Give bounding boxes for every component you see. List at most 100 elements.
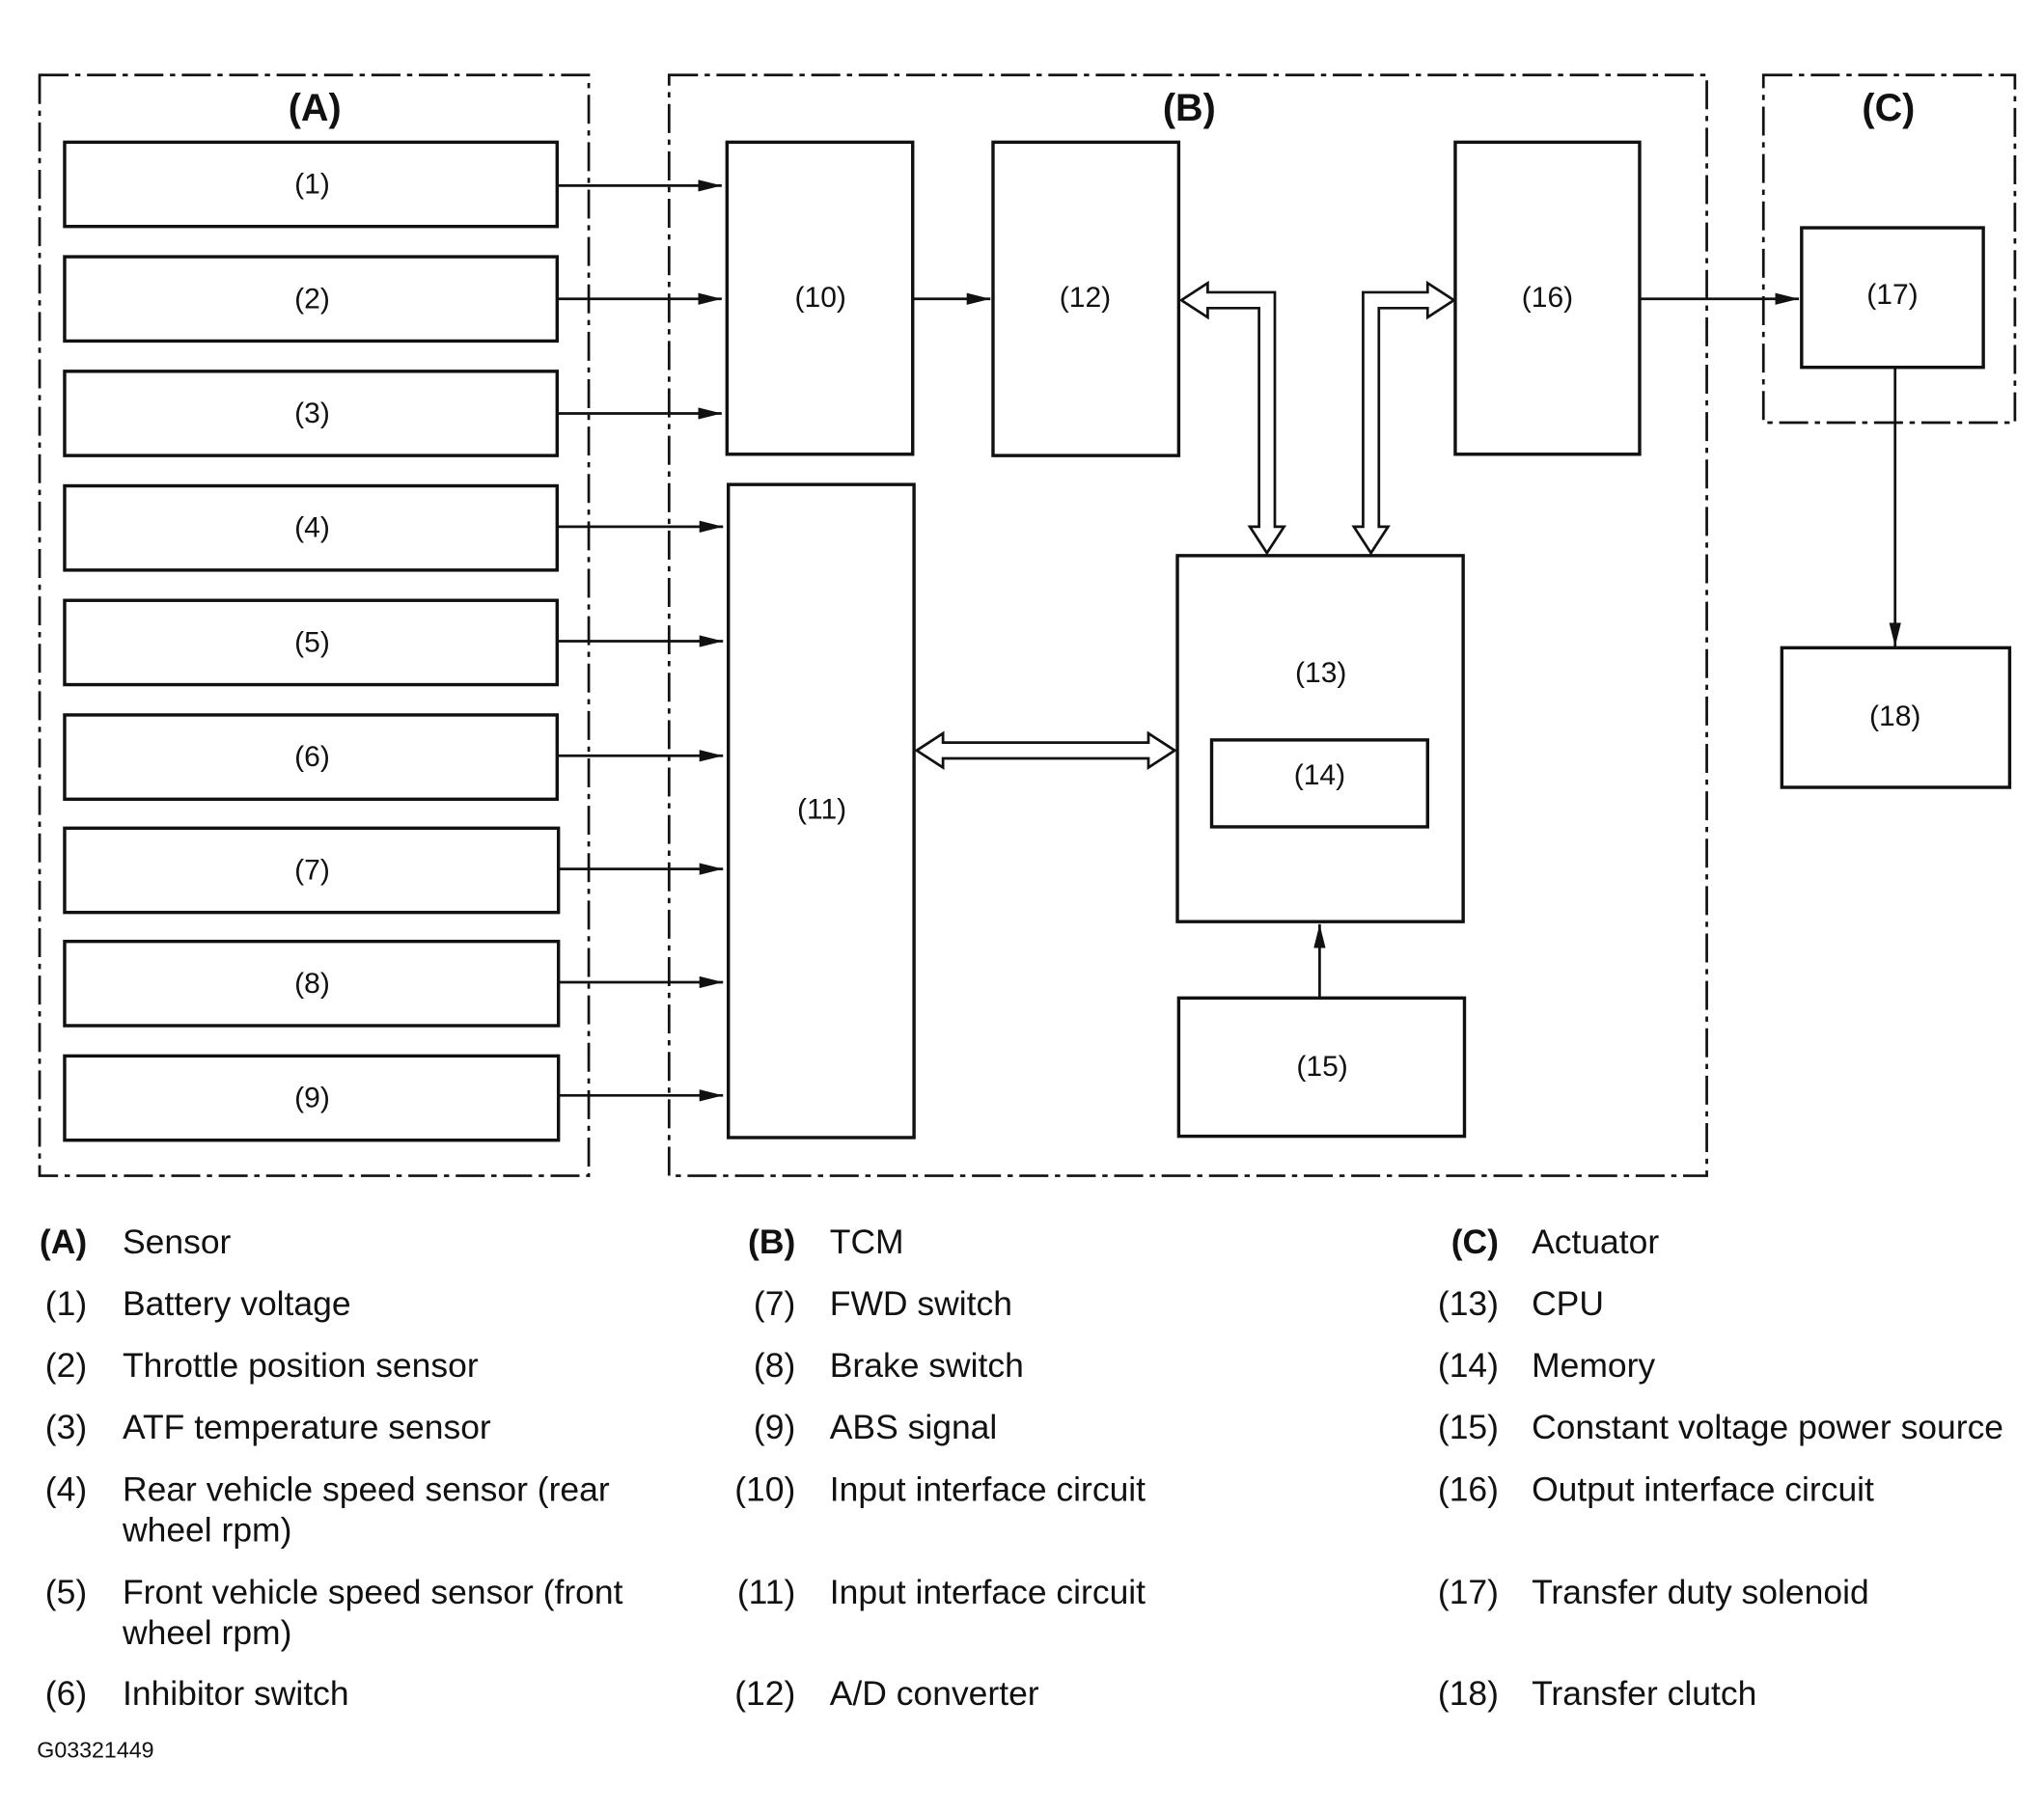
block-16-label: (16) bbox=[1522, 282, 1573, 314]
legend-key: (2) bbox=[45, 1346, 87, 1385]
block-12-frame bbox=[991, 140, 1181, 457]
legend-text: Input interface circuit bbox=[830, 1470, 1146, 1508]
legend-key: (11) bbox=[737, 1573, 795, 1611]
legend-text: Constant voltage power source bbox=[1532, 1408, 2003, 1446]
block-15: (15) bbox=[1176, 996, 1467, 1139]
block-12: (12) bbox=[991, 140, 1181, 457]
block-3-frame bbox=[63, 370, 560, 457]
legend-key: (C) bbox=[1451, 1222, 1499, 1261]
legend-key: (5) bbox=[45, 1573, 87, 1611]
block-1-frame bbox=[63, 140, 560, 229]
group-tcm-frame bbox=[667, 73, 1708, 1177]
legend-key: (1) bbox=[45, 1284, 87, 1323]
legend-key: (10) bbox=[734, 1470, 795, 1508]
legend-text: CPU bbox=[1532, 1284, 1604, 1323]
block-16: (16) bbox=[1453, 140, 1642, 456]
block-1-label: (1) bbox=[294, 169, 330, 201]
legend-column-1: (A) Sensor (1) Battery voltage (2) Throt… bbox=[40, 1222, 623, 1713]
block-5-label: (5) bbox=[294, 626, 330, 658]
legend-key: (17) bbox=[1438, 1573, 1499, 1611]
block-18: (18) bbox=[1780, 646, 2012, 789]
block-7-label: (7) bbox=[294, 854, 330, 886]
block-10-frame bbox=[725, 140, 915, 456]
legend-key: (3) bbox=[45, 1408, 87, 1446]
group-sensor: (A) bbox=[38, 73, 591, 1177]
legend-text: Inhibitor switch bbox=[123, 1674, 349, 1713]
legend-text: Front vehicle speed sensor (front bbox=[123, 1573, 623, 1611]
block-8: (8) bbox=[63, 939, 561, 1028]
legend-column-2: (B) TCM (7) FWD switch (8) Brake switch … bbox=[734, 1222, 1146, 1713]
legend-text: Memory bbox=[1532, 1346, 1655, 1385]
block-6-frame bbox=[63, 713, 560, 801]
legend-key: (18) bbox=[1438, 1674, 1499, 1713]
legend-text: TCM bbox=[830, 1222, 904, 1261]
legend-text: Throttle position sensor bbox=[123, 1346, 479, 1385]
block-7-frame bbox=[63, 826, 561, 915]
group-sensor-frame bbox=[38, 73, 591, 1177]
block-15-frame bbox=[1176, 996, 1467, 1139]
legend-key: (8) bbox=[754, 1346, 795, 1385]
block-17: (17) bbox=[1800, 226, 1985, 370]
block-14: (14) bbox=[1209, 738, 1429, 829]
block-4-frame bbox=[63, 483, 560, 572]
legend-text: Brake switch bbox=[830, 1346, 1024, 1385]
block-1: (1) bbox=[63, 140, 560, 229]
block-15-label: (15) bbox=[1296, 1051, 1347, 1083]
legend-text: Transfer duty solenoid bbox=[1532, 1573, 1869, 1611]
block-18-frame bbox=[1780, 646, 2012, 789]
block-2-frame bbox=[63, 255, 560, 343]
legend-column-3: (C) Actuator (13) CPU (14) Memory (15) C… bbox=[1438, 1222, 2003, 1713]
legend-text: ABS signal bbox=[830, 1408, 997, 1446]
legend-key: (12) bbox=[734, 1674, 795, 1713]
block-11: (11) bbox=[726, 482, 916, 1140]
block-9: (9) bbox=[63, 1054, 561, 1142]
legend-key: (13) bbox=[1438, 1284, 1499, 1323]
block-8-label: (8) bbox=[294, 968, 330, 1000]
block-11-label: (11) bbox=[797, 794, 846, 826]
legend-key: (A) bbox=[40, 1222, 87, 1261]
block-14-frame bbox=[1209, 738, 1429, 829]
legend-key: (7) bbox=[754, 1284, 795, 1323]
block-7: (7) bbox=[63, 826, 561, 915]
block-11-frame bbox=[726, 482, 916, 1140]
group-actuator-label: (C) bbox=[1862, 87, 1915, 129]
block-6: (6) bbox=[63, 713, 560, 801]
legend-key: (9) bbox=[754, 1408, 795, 1446]
block-6-label: (6) bbox=[294, 741, 330, 773]
legend-text: Transfer clutch bbox=[1532, 1674, 1756, 1713]
bus-arrow-16-13 bbox=[1351, 280, 1457, 556]
legend-text: Sensor bbox=[123, 1222, 232, 1261]
legend-text: FWD switch bbox=[830, 1284, 1012, 1323]
legend-text-continued: wheel rpm) bbox=[122, 1511, 291, 1550]
block-9-frame bbox=[63, 1054, 561, 1142]
block-16-frame bbox=[1453, 140, 1642, 456]
block-12-label: (12) bbox=[1060, 282, 1111, 314]
bus-arrow-11-13 bbox=[914, 730, 1177, 771]
block-14-label: (14) bbox=[1294, 759, 1345, 791]
block-10: (10) bbox=[725, 140, 915, 456]
block-4-label: (4) bbox=[294, 512, 330, 544]
legend-key: (14) bbox=[1438, 1346, 1499, 1385]
legend-key: (16) bbox=[1438, 1470, 1499, 1508]
legend-key: (15) bbox=[1438, 1408, 1499, 1446]
legend-text: Actuator bbox=[1532, 1222, 1659, 1261]
group-tcm-label: (B) bbox=[1163, 87, 1216, 129]
figure-id: G03321449 bbox=[37, 1738, 153, 1763]
block-10-label: (10) bbox=[795, 282, 846, 314]
legend-text: ATF temperature sensor bbox=[123, 1408, 491, 1446]
bus-arrow-12-13 bbox=[1178, 280, 1287, 556]
legend-text: A/D converter bbox=[830, 1674, 1039, 1713]
block-4: (4) bbox=[63, 483, 560, 572]
block-3: (3) bbox=[63, 370, 560, 457]
block-17-frame bbox=[1800, 226, 1985, 370]
block-2-label: (2) bbox=[294, 283, 330, 315]
legend-text: Rear vehicle speed sensor (rear bbox=[123, 1470, 610, 1508]
group-tcm: (B) bbox=[667, 73, 1708, 1177]
block-13-label: (13) bbox=[1295, 657, 1346, 689]
block-3-label: (3) bbox=[294, 398, 330, 429]
block-5-frame bbox=[63, 598, 560, 687]
legend-text: Input interface circuit bbox=[830, 1573, 1146, 1611]
legend-key: (4) bbox=[45, 1470, 87, 1508]
